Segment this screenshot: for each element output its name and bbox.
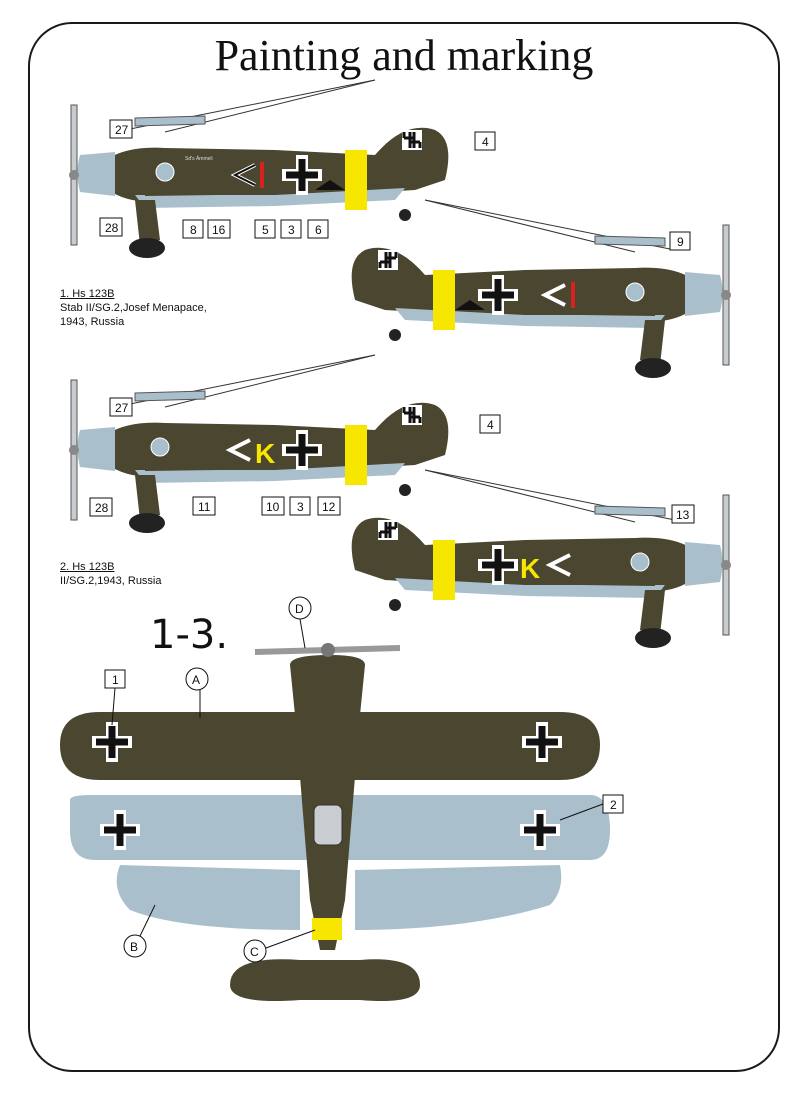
scheme-1-date: 1943, Russia: [60, 316, 125, 328]
scheme-1-left-side-view: Sd's Ämmeli: [68, 79, 449, 259]
callout-b2-0: 13: [676, 508, 690, 522]
callout-top-1: 1: [112, 673, 119, 687]
scheme-1-caption: 1. Hs 123B Stab II/SG.2,Josef Menapace, …: [60, 287, 207, 329]
callout-a1-0: 27: [115, 123, 129, 137]
callouts-scheme-1: 27 28 8 16 5 3 6 4 9: [99, 119, 691, 251]
callout-a1-7: 4: [482, 135, 489, 149]
callout-top-3: 2: [610, 798, 617, 812]
callout-top-4: B: [130, 940, 138, 954]
scheme-2-unit: II/SG.2,1943, Russia: [60, 575, 162, 587]
callout-b1-5: 12: [322, 500, 336, 514]
scheme-2-caption: 2. Hs 123B II/SG.2,1943, Russia: [60, 560, 162, 588]
nose-art-text: Sd's Ämmeli: [185, 155, 213, 162]
scheme-1-name: 1. Hs 123B: [60, 288, 115, 300]
aircraft-code-letter: K: [255, 438, 275, 469]
callout-b1-1: 28: [95, 501, 109, 515]
callout-a1-4: 5: [262, 223, 269, 237]
scheme-1-unit: Stab II/SG.2,Josef Menapace,: [60, 302, 207, 314]
scheme-2-name: 2. Hs 123B: [60, 561, 115, 573]
scheme-1-right-side-view: [351, 199, 732, 379]
top-view-aircraft: [60, 643, 610, 1001]
callout-top-2: A: [192, 673, 200, 687]
page-title: Painting and marking: [214, 31, 594, 80]
callout-b1-6: 4: [487, 418, 494, 432]
scheme-2-right-side-view: [351, 469, 732, 649]
callout-a1-5: 3: [288, 223, 295, 237]
callout-top-0: D: [295, 602, 304, 616]
callout-a2-0: 9: [677, 235, 684, 249]
callout-a1-2: 8: [190, 223, 197, 237]
topview-label: 1-3.: [150, 612, 229, 658]
scheme-2-left-side-view: K: [68, 354, 449, 534]
callout-a1-6: 6: [315, 223, 322, 237]
callout-b1-3: 10: [266, 500, 280, 514]
callout-b1-2: 11: [198, 500, 211, 514]
callouts-topview: D 1 A 2 B C: [104, 596, 624, 963]
callout-b1-0: 27: [115, 401, 129, 415]
callout-a1-1: 28: [105, 221, 119, 235]
callout-top-5: C: [250, 945, 259, 959]
callout-b1-4: 3: [297, 500, 304, 514]
scheme-2-right-code-letter: K: [520, 553, 540, 584]
callout-a1-3: 16: [212, 223, 226, 237]
callouts-scheme-2: 27 28 11 10 3 12 4 13: [89, 397, 695, 524]
